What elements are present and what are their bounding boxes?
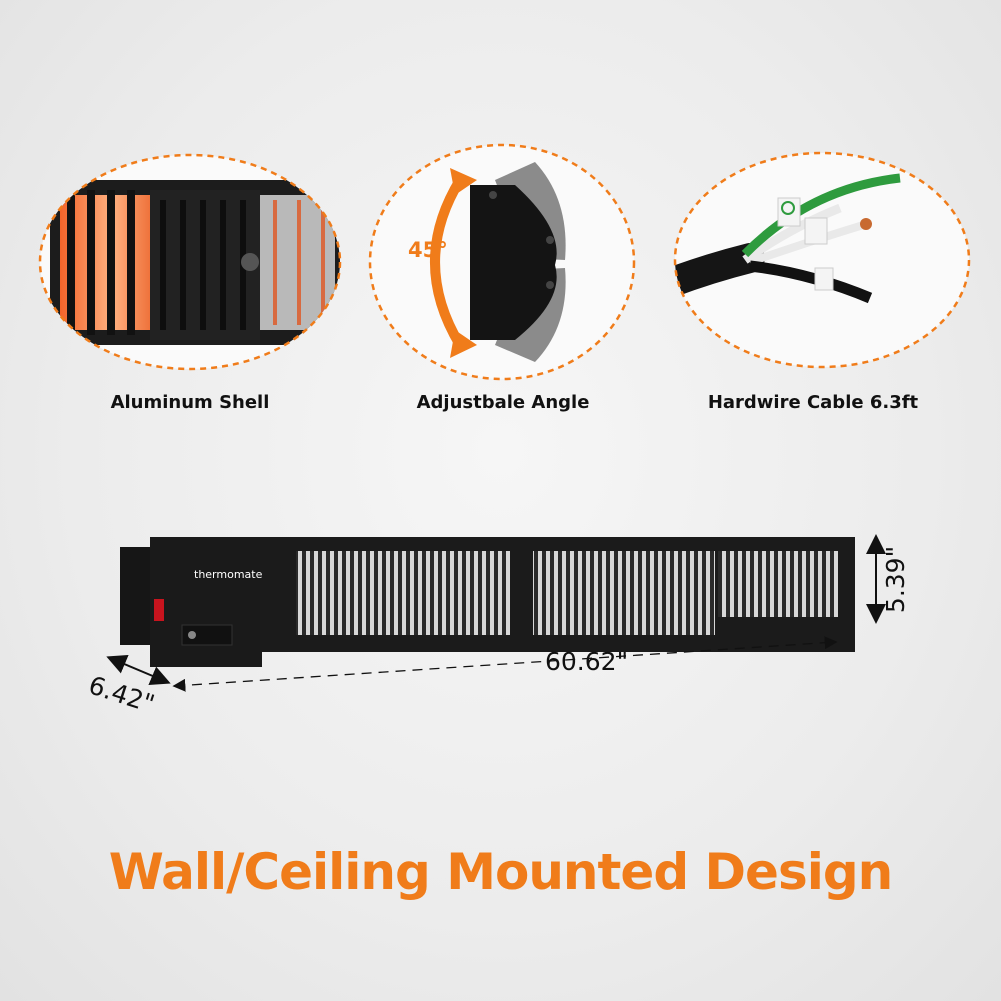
angle-value: 45° xyxy=(408,238,448,262)
adjustable-angle-circle xyxy=(368,143,636,381)
angle-arc xyxy=(430,177,465,348)
length-dimension-line xyxy=(172,636,838,692)
brand-logo: thermomate xyxy=(194,568,263,581)
aluminum-shell-circle xyxy=(38,153,342,371)
headline: Wall/Ceiling Mounted Design xyxy=(108,843,893,901)
grille-left xyxy=(296,547,510,639)
heater-end-cap xyxy=(470,185,557,340)
grille-center xyxy=(533,547,715,639)
power-switch xyxy=(154,599,164,621)
depth-dimension-line xyxy=(106,654,171,686)
dimension-lines xyxy=(106,534,886,692)
length-dimension-label: 60.62" xyxy=(545,647,629,676)
feature-label-aluminum-shell: Aluminum Shell xyxy=(110,392,270,413)
grille-right xyxy=(718,547,838,621)
feature-label-hardwire-cable: Hardwire Cable 6.3ft xyxy=(707,392,919,413)
hardwire-cable-circle xyxy=(673,151,971,369)
feature-label-adjustable-angle: Adjustbale Angle xyxy=(416,392,590,413)
height-dimension-label: 5.39" xyxy=(881,545,911,614)
power-cable xyxy=(675,243,765,298)
